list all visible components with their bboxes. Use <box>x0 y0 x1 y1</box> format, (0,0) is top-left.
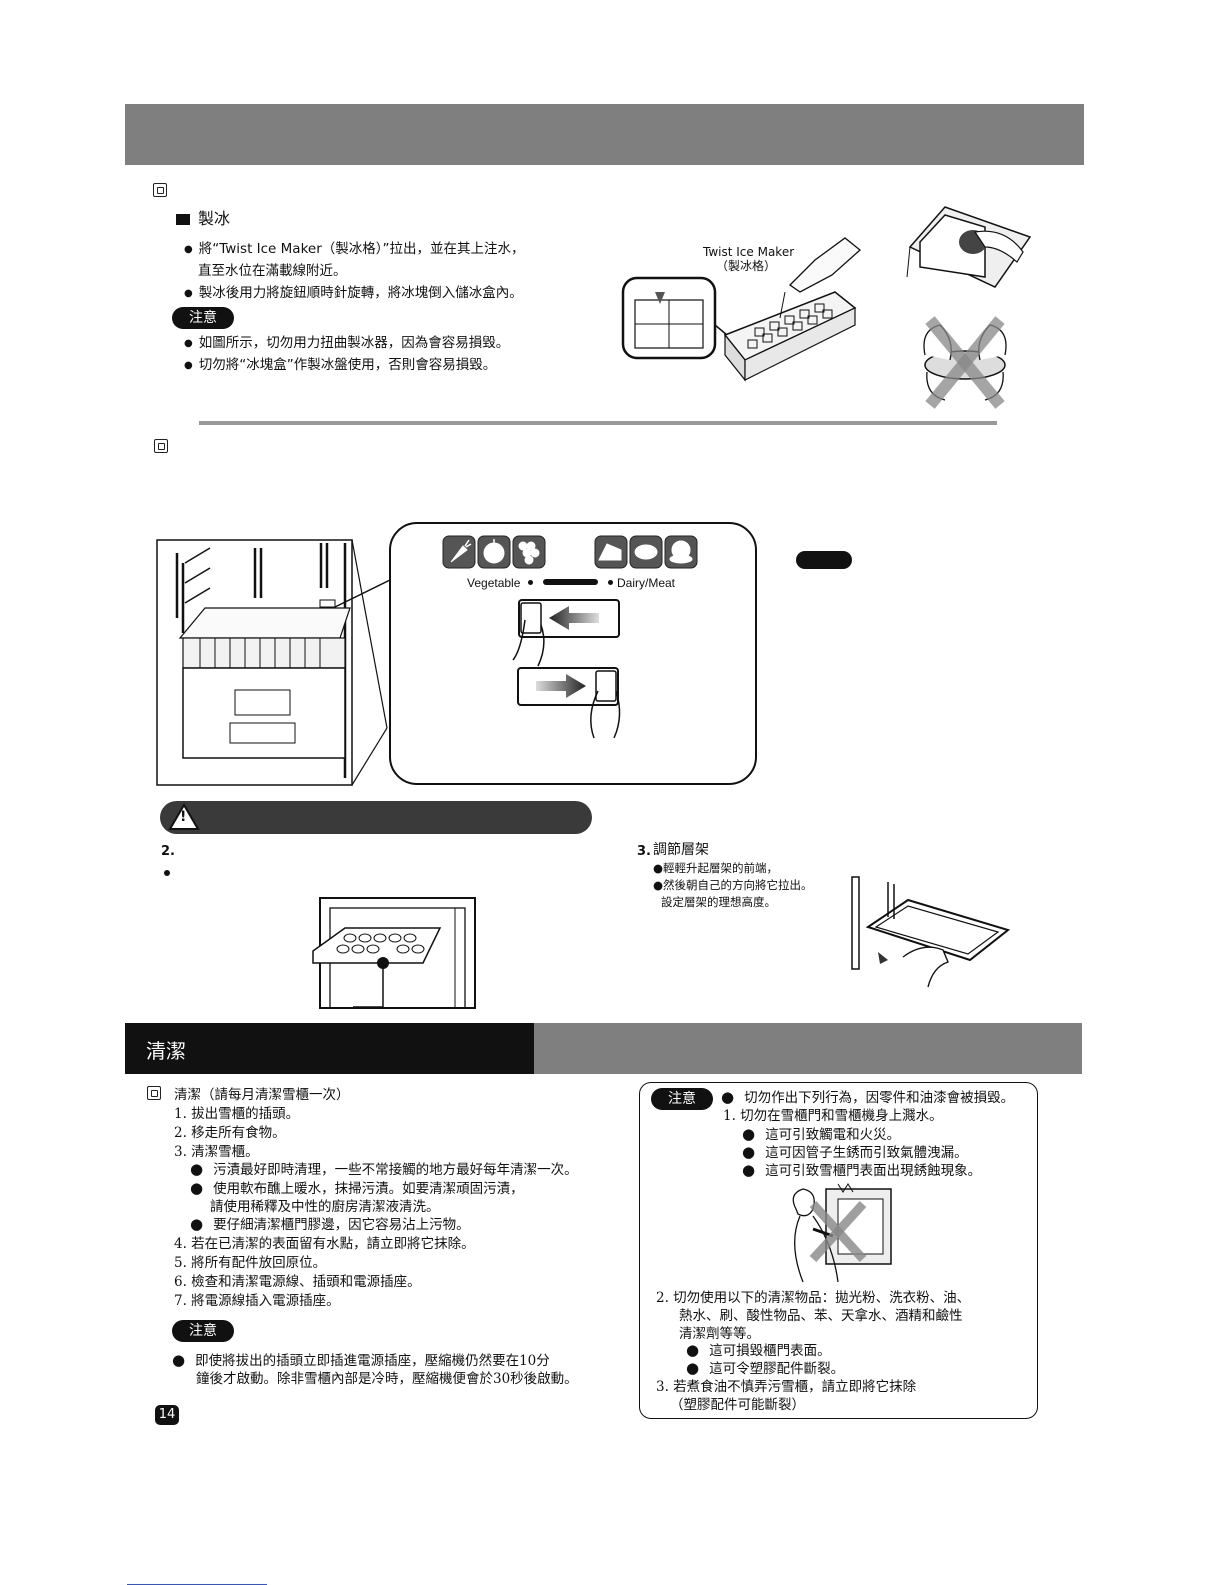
right-caution-item-2-sub-2: 這可令塑膠配件斷裂。 <box>686 1358 844 1379</box>
right-caution-item-2-line-2: 熱水、刷、酸性物品、苯、天拿水、酒精和鹼性 <box>679 1308 963 1324</box>
page-number: 14 <box>155 1405 179 1425</box>
step-3-title: 調節層架 <box>653 842 709 858</box>
black-tag <box>796 551 852 569</box>
ice-step-2: 製冰後用力將旋鈕順時針旋轉，將冰塊倒入儲冰盒內。 <box>184 283 523 304</box>
step-2-bullet-icon <box>164 870 170 876</box>
ice-caution-2: 切勿將“冰塊盒”作製冰盤使用，否則會容易損毀。 <box>184 355 497 376</box>
fridge-interior-illustration <box>156 539 388 786</box>
step-3-line-3: 設定層架的理想高度。 <box>661 895 776 909</box>
section-marker-icon <box>153 183 167 197</box>
ice-caution-1: 如圖所示，切勿用力扭曲製冰器，因為會容易損毀。 <box>184 333 510 354</box>
right-caution-box <box>639 1082 1038 1419</box>
cleaning-section-title: 清潔 <box>146 1039 186 1063</box>
cleaning-step-1: 1. 拔出雪櫃的插頭。 <box>174 1106 300 1122</box>
warning-icon <box>168 803 200 830</box>
selector-callout <box>389 522 757 785</box>
slide-left-illustration <box>512 599 620 667</box>
warning-bar <box>160 801 592 834</box>
ice-figure-label-1: Twist Ice Maker <box>703 245 795 259</box>
selector-dot-left <box>528 580 533 585</box>
cleaning-step-5: 5. 將所有配件放回原位。 <box>174 1255 327 1271</box>
slide-right-illustration <box>517 667 621 739</box>
selector-slider-track <box>543 579 598 585</box>
twist-damage-illustration <box>923 316 1007 409</box>
step-3-number: 3. <box>637 844 651 859</box>
right-caution-item-2-line-1: 2. 切勿使用以下的清潔物品：拋光粉、洗衣粉、油、 <box>656 1290 971 1306</box>
section-marker-icon-3 <box>147 1086 161 1100</box>
ice-heading: 製冰 <box>198 209 231 228</box>
cleaning-sub-3: 要仔細清潔櫃門膠邊，因它容易沾上污物。 <box>190 1214 470 1235</box>
cleaning-caution-line-1: 即使將拔出的插頭立即插進電源插座，壓縮機仍然要在10分 <box>172 1350 550 1371</box>
right-caution-item-1-sub-3: 這可引致雪櫃門表面出現銹蝕現象。 <box>742 1160 981 1181</box>
cleaning-sub-1: 污漬最好即時清理，一些不常接觸的地方最好每年清潔一次。 <box>190 1159 578 1180</box>
ice-step-1b: 直至水位在滿載線附近。 <box>198 263 347 279</box>
cleaning-caution-badge: 注意 <box>172 1320 234 1342</box>
ice-caution-badge: 注意 <box>172 307 234 329</box>
shelf-egg-tray-illustration <box>312 897 476 1009</box>
right-caution-item-2-sub-1: 這可損毀櫃門表面。 <box>686 1340 831 1361</box>
right-caution-item-1-sub-2: 這可因管子生銹而引致氣體洩漏。 <box>742 1142 968 1163</box>
bullet-square-icon <box>176 214 190 225</box>
section-marker-icon-2 <box>154 439 168 453</box>
cleaning-step-7: 7. 將電源線插入電源插座。 <box>174 1293 340 1309</box>
shelf-adjust-illustration <box>851 876 1011 988</box>
section-divider <box>199 421 997 425</box>
ice-tray-illustration <box>621 237 862 382</box>
right-caution-badge: 注意 <box>651 1088 713 1110</box>
food-icons-row <box>442 535 698 569</box>
top-header-bar <box>125 104 1084 165</box>
warning-exclamation: ! <box>180 809 187 825</box>
right-caution-item-1: 1. 切勿在雪櫃門和雪櫃機身上濺水。 <box>723 1108 943 1124</box>
callout-connector <box>334 579 391 608</box>
step-3-line-1: ●輕輕升起層架的前端， <box>653 861 779 875</box>
right-caution-intro: 切勿作出下列行為，因零件和油漆會被損毀。 <box>721 1087 1014 1108</box>
vegetable-label: Vegetable <box>467 576 521 590</box>
splash-water-illustration <box>792 1183 892 1283</box>
cleaning-header-black <box>125 1023 534 1074</box>
cleaning-header-gray <box>534 1023 1082 1074</box>
right-caution-item-2-line-3: 清潔劑等等。 <box>679 1326 760 1342</box>
cleaning-step-4: 4. 若在已清潔的表面留有水點，請立即將它抹除。 <box>174 1236 475 1252</box>
cleaning-sub-2: 使用軟布醮上暖水，抹掃污漬。如要清潔頑固污漬， <box>190 1178 524 1199</box>
cleaning-step-3: 3. 清潔雪櫃。 <box>174 1144 259 1160</box>
cleaning-step-6: 6. 檢查和清潔電源線、插頭和電源插座。 <box>174 1274 421 1290</box>
right-caution-item-3-line-1: 3. 若煮食油不慎弄污雪櫃，請立即將它抹除 <box>656 1379 917 1395</box>
cleaning-caution-line-2: 鐘後才啟動。除非雪櫃內部是冷時，壓縮機便會於30秒後啟動。 <box>196 1371 578 1387</box>
ice-figure-label-2: （製冰格） <box>716 259 777 273</box>
cleaning-step-2: 2. 移走所有食物。 <box>174 1125 286 1141</box>
right-caution-item-3-line-2: （塑膠配件可能斷裂） <box>670 1397 805 1413</box>
right-caution-item-1-sub-1: 這可引致觸電和火災。 <box>742 1124 900 1145</box>
cleaning-sub-2b: 請使用稀釋及中性的廚房清潔液清洗。 <box>210 1199 440 1215</box>
cleaning-heading: 清潔（請每月清潔雪櫃一次） <box>174 1087 350 1103</box>
selector-dot-right <box>608 580 613 585</box>
step-2-number: 2. <box>161 844 175 859</box>
ice-bin-illustration <box>906 206 1032 288</box>
step-3-line-2: ●然後朝自己的方向將它拉出。 <box>653 878 813 892</box>
ice-step-1: 將“Twist Ice Maker（製冰格）”拉出，並在其上注水， <box>184 239 525 260</box>
dairy-meat-label: Dairy/Meat <box>617 576 676 590</box>
